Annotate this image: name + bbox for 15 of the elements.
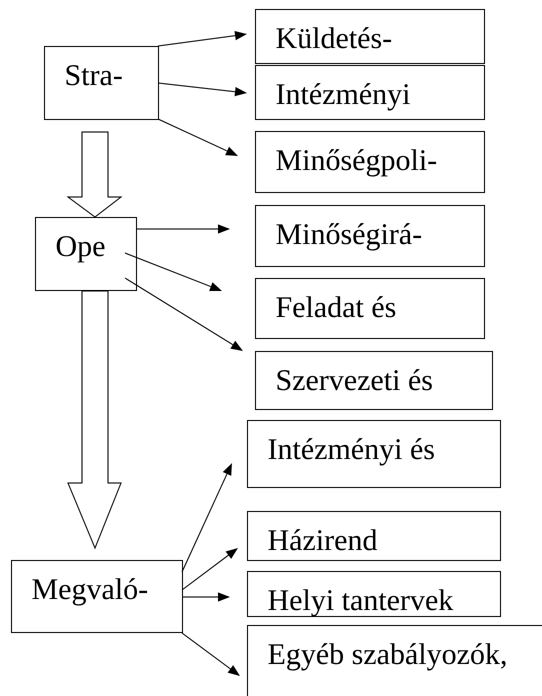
- text-box: Szervezeti és: [255, 351, 493, 410]
- text-box: Feladat és: [255, 278, 485, 339]
- text-box: Intézményi: [255, 65, 485, 120]
- text-box: Stra-: [44, 46, 159, 120]
- text-box: Minőségirá-: [255, 205, 485, 267]
- text-box: Intézményi és: [247, 420, 501, 488]
- text-box: Megvaló-: [11, 560, 183, 633]
- block-arrow: [66, 132, 122, 218]
- text-box: Minőségpoli-: [255, 131, 485, 193]
- text-box: Egyéb szabályozók,: [247, 625, 542, 696]
- text-box: Küldetés-: [255, 9, 485, 64]
- block-arrow: [67, 290, 122, 550]
- text-box: Házirend: [247, 511, 501, 561]
- text-box: Ope: [35, 217, 137, 291]
- text-box: Helyi tantervek: [247, 571, 501, 617]
